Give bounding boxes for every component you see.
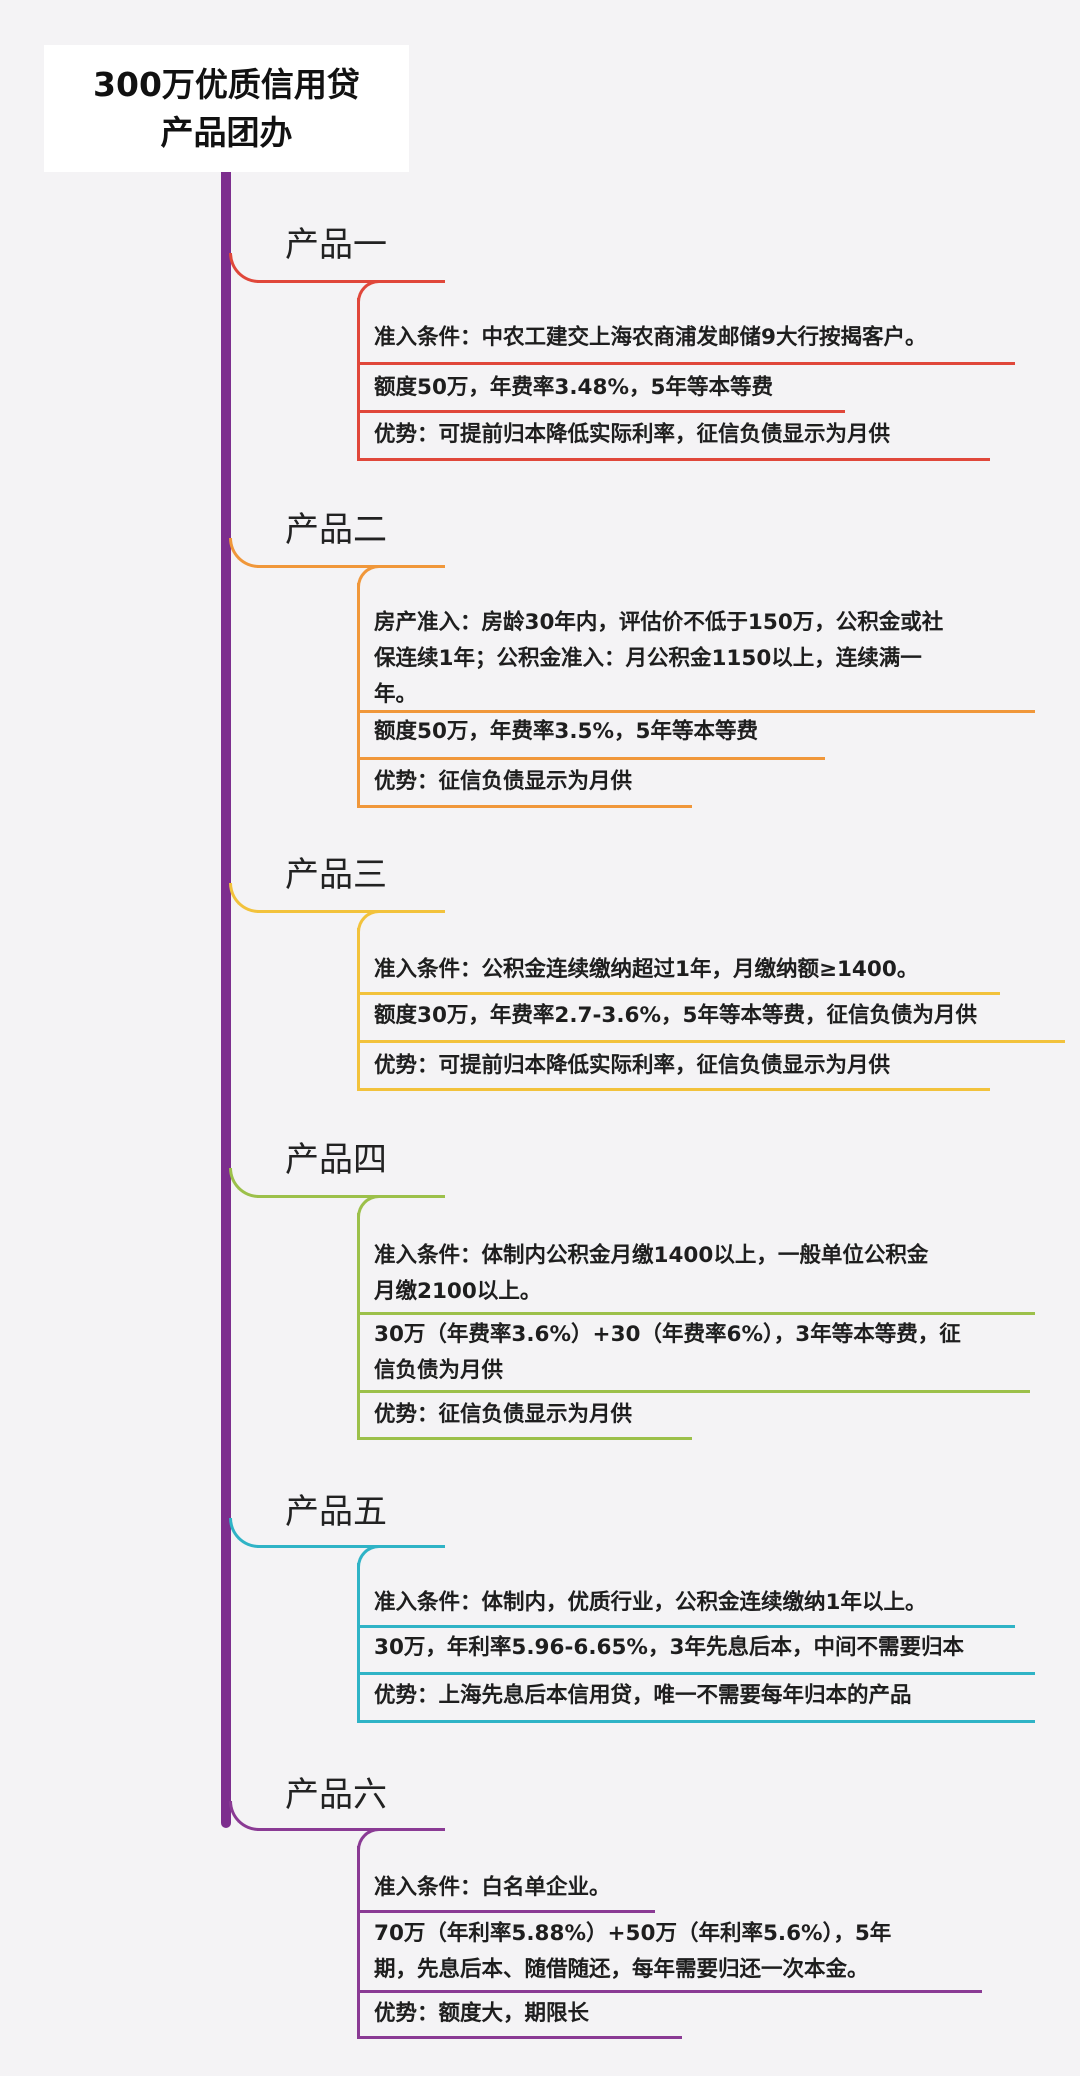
detail-underline: [357, 1625, 1015, 1628]
detail-underline: [357, 1437, 692, 1440]
product-title: 产品六: [285, 1775, 387, 1815]
root-title-line2: 产品团办: [160, 112, 293, 152]
product-detail-item: 优势：可提前归本降低实际利率，征信负债显示为月供: [374, 1053, 891, 1078]
branch-connector: [229, 1168, 259, 1198]
product-detail-item: 准入条件：中农工建交上海农商浦发邮储9大行按揭客户。: [374, 325, 927, 350]
branch-underline: [257, 1195, 445, 1198]
branch-underline: [257, 1545, 445, 1548]
root-title-line1: 300万优质信用贷: [93, 64, 360, 104]
sub-branch-spine: [357, 928, 360, 1088]
product-detail-item: 准入条件：公积金连续缴纳超过1年，月缴纳额≥1400。: [374, 957, 919, 982]
detail-underline: [357, 757, 825, 760]
detail-underline: [357, 805, 692, 808]
product-title: 产品五: [285, 1492, 387, 1532]
branch-connector: [229, 1518, 259, 1548]
sub-branch-spine: [357, 1846, 360, 2036]
product-title: 产品三: [285, 855, 387, 895]
sub-branch-spine: [357, 1563, 360, 1720]
product-detail-item: 房产准入：房龄30年内，评估价不低于150万，公积金或社 保连续1年；公积金准入…: [374, 610, 944, 707]
detail-underline: [357, 1720, 1035, 1723]
sub-branch-spine: [357, 298, 360, 458]
detail-underline: [357, 1390, 1030, 1393]
product-title: 产品一: [285, 225, 387, 265]
detail-underline: [357, 458, 990, 461]
branch-connector: [229, 883, 259, 913]
product-detail-item: 优势：额度大，期限长: [374, 2001, 590, 2026]
branch-underline: [257, 910, 445, 913]
product-detail-item: 额度50万，年费率3.5%，5年等本等费: [374, 719, 759, 744]
detail-underline: [357, 2036, 682, 2039]
root-title-box: 300万优质信用贷 产品团办: [44, 45, 409, 172]
detail-underline: [357, 992, 1000, 995]
branch-connector: [229, 1801, 259, 1831]
sub-branch-curve: [357, 280, 379, 302]
product-detail-item: 优势：征信负债显示为月供: [374, 769, 633, 794]
product-detail-item: 准入条件：体制内，优质行业，公积金连续缴纳1年以上。: [374, 1590, 927, 1615]
sub-branch-curve: [357, 1545, 379, 1567]
sub-branch-spine: [357, 583, 360, 805]
sub-branch-curve: [357, 1828, 379, 1850]
branch-connector: [229, 538, 259, 568]
product-detail-item: 70万（年利率5.88%）+50万（年利率5.6%），5年 期，先息后本、随借随…: [374, 1921, 892, 1982]
detail-underline: [357, 1990, 982, 1993]
product-detail-item: 30万（年费率3.6%）+30（年费率6%），3年等本等费，征 信负债为月供: [374, 1322, 961, 1383]
product-title: 产品四: [285, 1140, 387, 1180]
branch-underline: [257, 1828, 445, 1831]
branch-underline: [257, 565, 445, 568]
detail-underline: [357, 1910, 655, 1913]
product-detail-item: 准入条件：体制内公积金月缴1400以上，一般单位公积金 月缴2100以上。: [374, 1243, 929, 1304]
detail-underline: [357, 710, 1035, 713]
product-detail-item: 额度50万，年费率3.48%，5年等本等费: [374, 375, 773, 400]
product-detail-item: 准入条件：白名单企业。: [374, 1875, 611, 1900]
product-detail-item: 30万，年利率5.96-6.65%，3年先息后本，中间不需要归本: [374, 1635, 964, 1660]
sub-branch-curve: [357, 1195, 379, 1217]
sub-branch-curve: [357, 910, 379, 932]
branch-connector: [229, 253, 259, 283]
product-detail-item: 额度30万，年费率2.7-3.6%，5年等本等费，征信负债为月供: [374, 1003, 978, 1028]
product-detail-item: 优势：可提前归本降低实际利率，征信负债显示为月供: [374, 422, 891, 447]
detail-underline: [357, 362, 1015, 365]
product-detail-item: 优势：征信负债显示为月供: [374, 1402, 633, 1427]
mindmap-trunk: [221, 172, 231, 1828]
product-title: 产品二: [285, 510, 387, 550]
detail-underline: [357, 410, 845, 413]
branch-underline: [257, 280, 445, 283]
sub-branch-spine: [357, 1213, 360, 1437]
detail-underline: [357, 1312, 1035, 1315]
product-detail-item: 优势：上海先息后本信用贷，唯一不需要每年归本的产品: [374, 1683, 912, 1708]
sub-branch-curve: [357, 565, 379, 587]
detail-underline: [357, 1088, 990, 1091]
detail-underline: [357, 1672, 1035, 1675]
detail-underline: [357, 1040, 1065, 1043]
